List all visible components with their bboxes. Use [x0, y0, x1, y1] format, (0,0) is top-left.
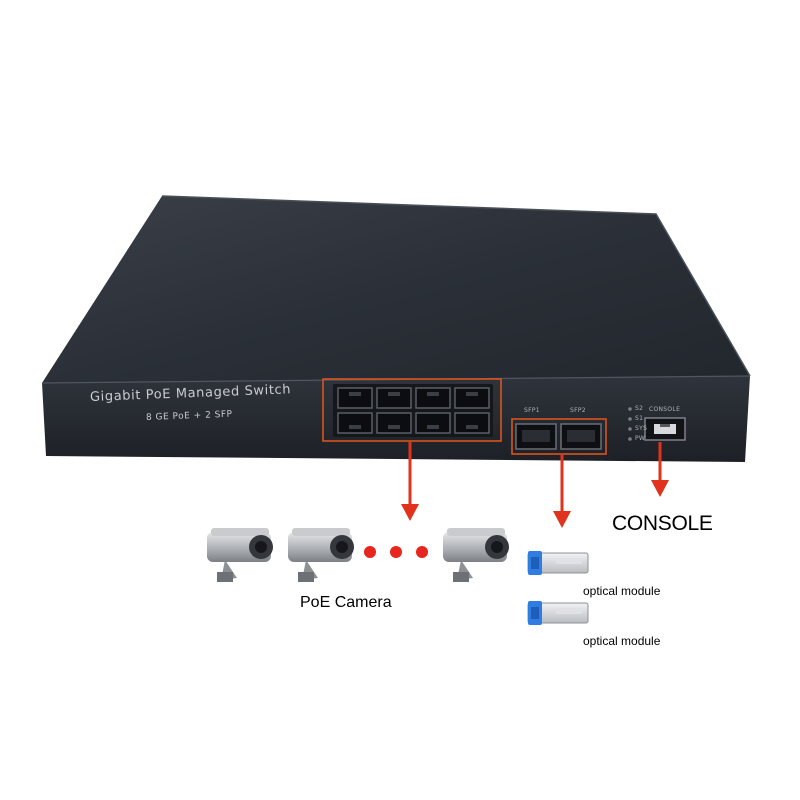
led-pw — [628, 437, 632, 441]
led-sys — [628, 427, 632, 431]
network-switch — [41, 195, 751, 462]
console-port-label: CONSOLE — [649, 406, 681, 413]
led-pw-label: PW — [635, 435, 646, 442]
poe-camera-icon — [443, 528, 509, 582]
optical-module-label-2: optical module — [583, 634, 661, 648]
poe-camera-icon — [288, 528, 354, 582]
sfp-highlight-box — [511, 418, 607, 455]
led-s1 — [628, 417, 632, 421]
rj45-port[interactable] — [337, 412, 373, 434]
console-callout-label: CONSOLE — [612, 512, 713, 535]
optical-module-label-1: optical module — [583, 584, 661, 598]
sfp-port-block — [515, 423, 602, 450]
poe-camera-icon — [207, 528, 273, 582]
rj45-port[interactable] — [415, 412, 451, 434]
status-leds — [628, 407, 632, 441]
callout-arrows — [401, 442, 669, 528]
rj45-port-block — [333, 384, 493, 437]
rj45-port[interactable] — [376, 387, 412, 409]
ellipsis-dots — [364, 546, 428, 558]
optical-module-icon — [527, 551, 589, 575]
led-s1-label: S1 — [635, 415, 644, 422]
rj45-highlight-box — [322, 378, 502, 442]
led-sys-label: SYS — [635, 425, 648, 432]
rj45-port[interactable] — [376, 412, 412, 434]
poe-camera-label: PoE Camera — [300, 594, 392, 611]
switch-top-panel — [42, 196, 750, 383]
rj45-port[interactable] — [337, 387, 373, 409]
optical-module-icon — [527, 601, 589, 625]
sfp1-label: SFP1 — [524, 407, 540, 414]
led-s2-label: S2 — [635, 405, 644, 412]
led-s2 — [628, 407, 632, 411]
rj45-port[interactable] — [454, 412, 490, 434]
rj45-port[interactable] — [415, 387, 451, 409]
sfp2-label: SFP2 — [570, 407, 586, 414]
rj45-port[interactable] — [454, 387, 490, 409]
console-port[interactable] — [644, 417, 686, 441]
